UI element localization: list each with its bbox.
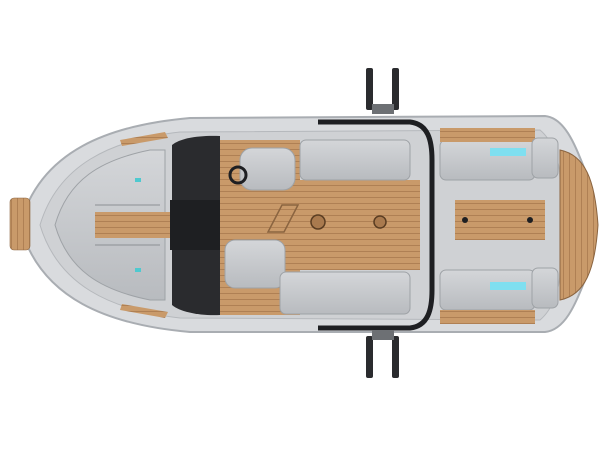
passenger-seat bbox=[224, 239, 286, 289]
deck-logo bbox=[266, 204, 300, 233]
bench-starboard bbox=[279, 271, 411, 315]
board-rack-starboard bbox=[366, 330, 399, 378]
bow-deck bbox=[95, 212, 170, 238]
swim-platform bbox=[559, 149, 599, 301]
steering-wheel bbox=[228, 165, 248, 185]
tower-arch bbox=[318, 119, 435, 331]
board-rack-port bbox=[366, 68, 399, 114]
bench-port bbox=[299, 139, 411, 181]
helm-seat bbox=[239, 147, 296, 191]
stern-seat-port bbox=[439, 139, 536, 181]
